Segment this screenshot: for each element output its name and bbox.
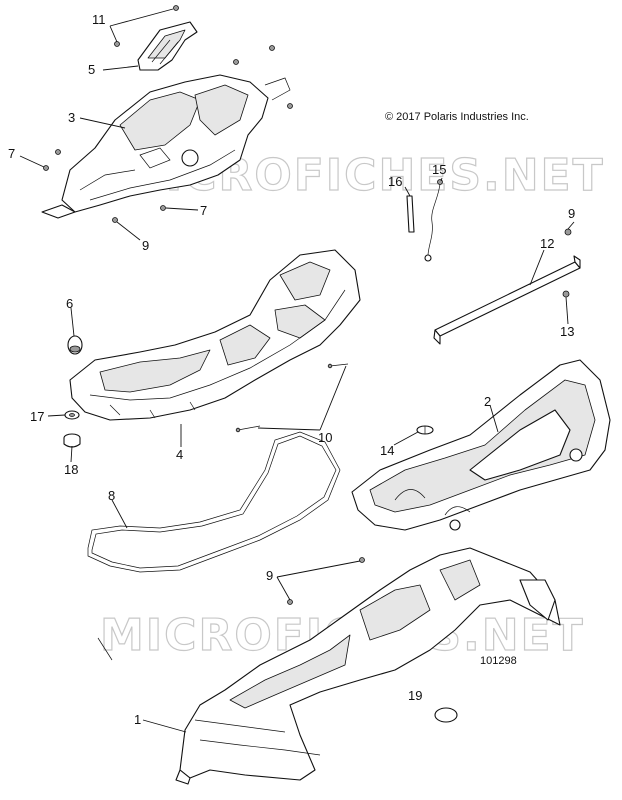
part-2-storage-tub (351, 359, 611, 531)
callout-3: 3 (68, 110, 75, 125)
part-12-strap (433, 255, 581, 345)
part-10-pins (235, 363, 349, 433)
callout-9: 9 (266, 568, 273, 583)
part-3-dash-cover (41, 74, 291, 219)
callout-9: 9 (568, 206, 575, 221)
callout-7: 7 (8, 146, 15, 161)
callout-5: 5 (88, 62, 95, 77)
part-1-lower-dash (175, 547, 561, 785)
callout-17: 17 (30, 409, 44, 424)
part-9-screw-right (564, 228, 572, 236)
callout-19: 19 (408, 688, 422, 703)
callout-6: 6 (66, 296, 73, 311)
callout-9: 9 (142, 238, 149, 253)
part-17-washer (64, 410, 80, 420)
callout-10: 10 (318, 430, 332, 445)
callout-18: 18 (64, 462, 78, 477)
callout-12: 12 (540, 236, 554, 251)
callout-labels: 11 5 3 7 7 9 16 15 9 12 13 6 17 18 4 10 … (8, 12, 575, 727)
copyright-notice: © 2017 Polaris Industries Inc. (385, 111, 529, 123)
callout-11: 11 (92, 12, 106, 27)
leader-lines (19, 8, 575, 733)
part-11-screw (114, 5, 179, 47)
callout-7: 7 (200, 203, 207, 218)
callout-15: 15 (432, 162, 446, 177)
callout-1: 1 (134, 712, 141, 727)
part-8-seal (87, 431, 341, 573)
figure-number: 101298 (480, 655, 517, 667)
callout-16: 16 (388, 174, 402, 189)
part-4-floor-panel (69, 249, 361, 421)
hinge-pin (97, 637, 113, 661)
part-3-hardware (43, 45, 293, 223)
callout-8: 8 (108, 488, 115, 503)
callout-13: 13 (560, 324, 574, 339)
callout-14: 14 (380, 443, 394, 458)
callout-4: 4 (176, 447, 183, 462)
part-16-rod (406, 195, 415, 233)
part-18-bushing (63, 433, 81, 448)
part-19-plug (434, 707, 458, 723)
part-9-screw-lower (287, 557, 365, 605)
part-15-cable (424, 179, 443, 262)
part-13-nut (562, 290, 570, 298)
part-6-grommet (67, 335, 83, 355)
part-5-bracket (137, 21, 198, 71)
part-14-cap (416, 425, 434, 435)
callout-2: 2 (484, 394, 491, 409)
